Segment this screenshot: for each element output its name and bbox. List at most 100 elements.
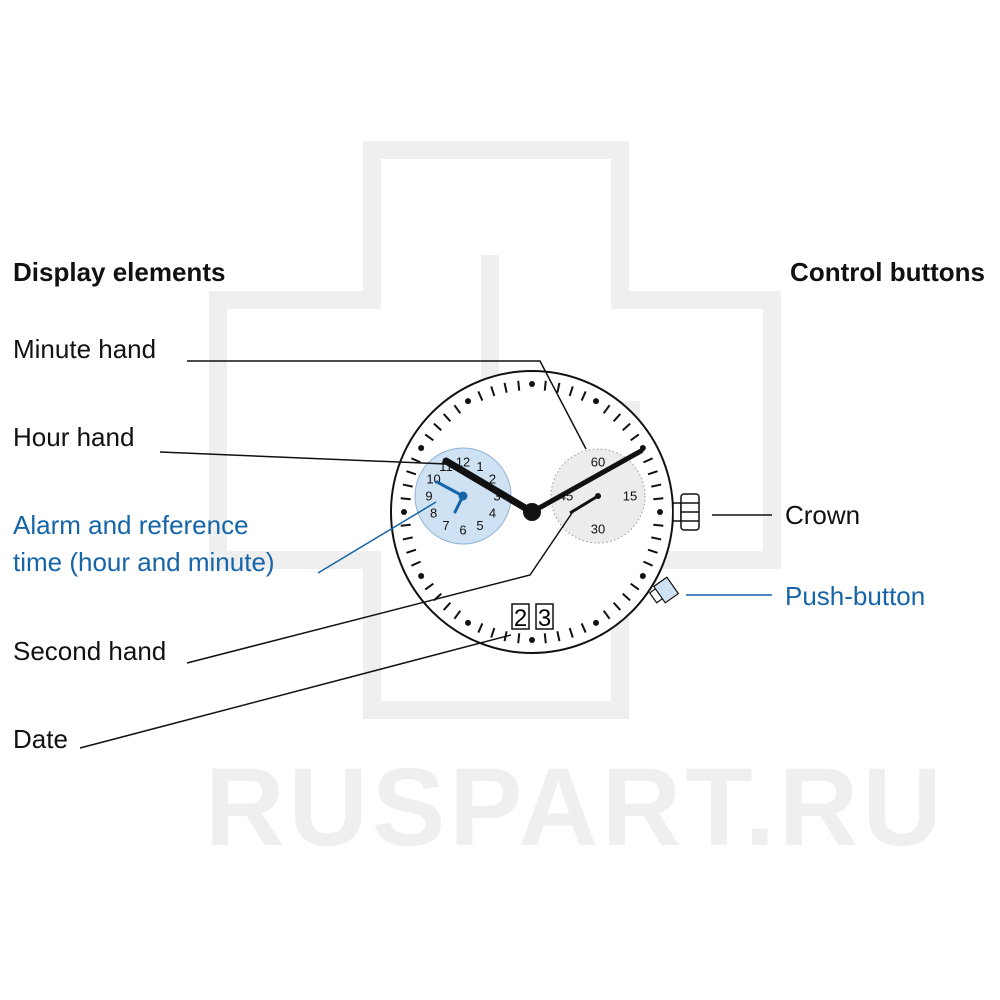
subdial-30: 30 [591,522,605,537]
hour-hand [442,457,536,516]
minute-tick [602,404,611,414]
minute-tick [453,610,462,620]
minute-tick [424,433,434,442]
hour-marker [593,619,599,626]
minute-tick [503,382,508,393]
hour-marker [401,509,407,515]
leader-date [79,634,512,749]
minute-tick [442,413,452,423]
minute-tick [643,457,653,464]
subdial-60: 60 [591,455,605,470]
minute-tick [612,601,622,611]
watermark-text: RUSPART.RU [205,746,946,869]
date-window: 2 3 [511,603,554,632]
alarm-subdial-number: 3 [493,489,500,504]
label-date: Date [13,724,68,754]
minute-tick [621,422,631,432]
alarm-subdial-number: 4 [489,506,496,521]
alarm-subdial-number: 5 [476,518,483,533]
minute-tick [400,497,411,501]
hour-marker [529,637,535,643]
hour-marker [418,573,425,579]
minute-tick [406,470,417,476]
minute-tick [556,382,561,393]
minute-tick [477,623,484,633]
minute-tick [442,601,452,611]
minute-tick [517,633,521,644]
minute-tick [630,582,640,591]
display-elements-heading: Display elements [13,257,225,287]
alarm-hands [435,480,468,514]
minute-tick [647,548,658,554]
second-hand-pivot [595,493,601,499]
minute-tick [621,592,631,602]
minute-tick [477,391,484,401]
minute-tick [453,404,462,414]
minute-tick [433,422,443,432]
minute-tick [653,523,664,527]
date-digit-1: 2 [514,605,527,632]
label-hour-hand: Hour hand [13,422,134,452]
minute-tick [424,582,434,591]
minute-tick [630,433,640,442]
minute-tick [568,386,574,397]
minute-tick [653,497,664,501]
minute-tick [411,560,421,567]
minute-tick [543,380,547,391]
date-digit-2: 3 [538,605,551,632]
center-pivot [523,503,541,521]
minute-tick [643,560,653,567]
leader-second [186,509,575,664]
minute-tick [651,536,662,541]
minute-tick [568,627,574,638]
leader-alarm [317,501,437,574]
hour-marker [418,445,425,451]
push-button-icon [648,576,680,604]
alarm-subdial-number: 1 [476,459,483,474]
alarm-subdial-number: 9 [425,489,432,504]
minute-tick [580,623,587,633]
minute-tick [400,523,411,527]
subdial-15: 15 [623,489,637,504]
hour-marker [657,509,663,515]
minute-tick [602,610,611,620]
minute-tick [647,470,658,476]
minute-tick [517,380,521,391]
leader-hour [159,451,447,465]
alarm-subdial-number: 7 [442,518,449,533]
alarm-subdial-number: 2 [489,472,496,487]
minute-tick [543,633,547,644]
minute-tick [490,386,496,397]
leader-minute [187,360,587,450]
alarm-subdial-number: 8 [430,506,437,521]
label-second-hand: Second hand [13,636,166,666]
minute-hand [529,448,644,515]
hour-marker [465,398,471,405]
minute-tick [406,548,417,554]
control-buttons-heading: Control buttons [790,257,985,287]
hour-marker [593,398,599,405]
minute-tick [612,413,622,423]
leader-lines [79,360,772,749]
dial-ticks [400,380,664,644]
minute-tick [556,631,561,642]
minute-tick [402,483,413,488]
hour-marker [529,381,535,387]
minute-tick [651,483,662,488]
second-hand [569,494,599,515]
label-crown: Crown [785,500,860,530]
hour-marker [465,619,471,626]
alarm-subdial-number: 6 [459,523,466,538]
label-alarm-line2: time (hour and minute) [13,547,275,577]
minute-tick [580,391,587,401]
hour-marker [639,573,646,579]
minute-tick [411,457,421,464]
minute-tick [490,627,496,638]
label-minute-hand: Minute hand [13,334,156,364]
label-push-button: Push-button [785,581,925,611]
minute-tick [402,536,413,541]
crown-icon [672,493,700,531]
